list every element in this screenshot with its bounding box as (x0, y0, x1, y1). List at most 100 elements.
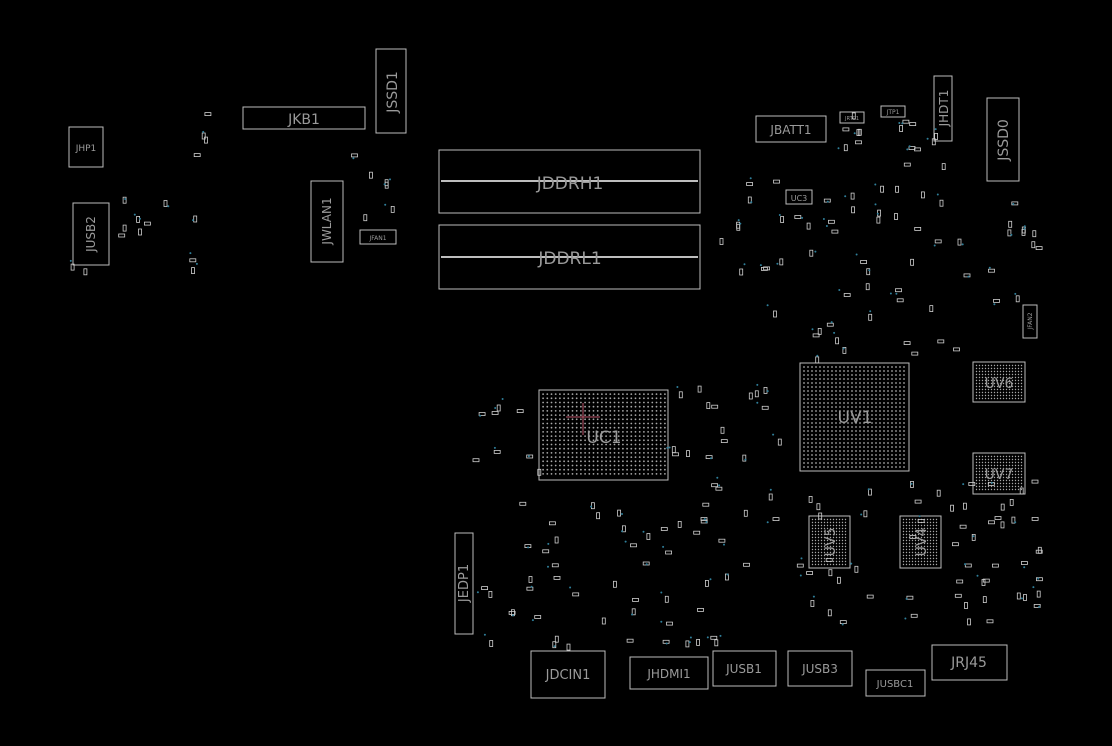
component-uv4[interactable]: UV4 (899, 515, 942, 569)
bga-ball (978, 485, 981, 488)
bga-ball (855, 422, 857, 424)
bga-ball (883, 394, 885, 396)
bga-ball (605, 443, 607, 446)
bga-ball (832, 545, 835, 548)
component-jwlan1[interactable]: JWLAN1 (310, 180, 344, 263)
bga-ball (643, 447, 645, 450)
bga-ball (814, 548, 817, 551)
bga-ball (851, 446, 853, 448)
bga-ball (638, 410, 641, 412)
bga-ball (935, 563, 938, 566)
bga-ball (651, 393, 654, 395)
component-jkb1[interactable]: JKB1 (242, 106, 366, 130)
bga-ball (903, 390, 905, 392)
via (898, 122, 901, 124)
component-jusb1[interactable]: JUSB1 (712, 650, 777, 687)
bga-ball (999, 473, 1002, 476)
passive-part (843, 144, 848, 152)
bga-ball (984, 455, 987, 458)
bga-ball (917, 536, 920, 539)
bga-ball (609, 464, 612, 467)
bga-ball (643, 473, 645, 475)
passive-part (118, 233, 126, 238)
bga-ball (929, 536, 932, 539)
bga-ball (659, 414, 662, 416)
bga-ball (895, 398, 897, 400)
component-jssd0[interactable]: JSSD0 (986, 97, 1020, 182)
component-uv7[interactable]: UV7 (972, 452, 1026, 495)
bga-ball (891, 430, 893, 432)
bga-ball (803, 390, 805, 392)
bga-ball (838, 524, 841, 527)
component-uv5[interactable]: UV5 (808, 515, 851, 569)
bga-ball (903, 422, 905, 424)
component-jddrh1[interactable]: JDDRH1 (438, 149, 701, 214)
component-uv1[interactable]: UV1 (799, 362, 910, 472)
component-jfan2[interactable]: JFAN2 (1022, 304, 1038, 339)
via (547, 542, 550, 545)
bga-ball (847, 434, 849, 436)
bga-ball (935, 551, 938, 554)
bga-ball (905, 536, 908, 539)
bga-ball (879, 458, 881, 460)
bga-ball (827, 414, 829, 416)
bga-ball (550, 401, 553, 404)
component-uc1[interactable]: UC1 (538, 389, 669, 481)
bga-ball (1014, 397, 1017, 400)
component-jddrl1[interactable]: JDDRL1 (438, 224, 701, 290)
bga-ball (647, 393, 649, 395)
component-uv6[interactable]: UV6 (972, 361, 1026, 403)
bga-ball (975, 379, 978, 382)
bga-ball (815, 410, 817, 412)
component-jhdt1[interactable]: JHDT1 (933, 75, 953, 142)
component-jbatt1[interactable]: JBATT1 (755, 115, 827, 143)
bga-ball (891, 410, 893, 412)
bga-ball (664, 393, 666, 395)
component-jrtc1[interactable]: JRTC1 (839, 111, 865, 124)
bga-ball (630, 447, 633, 450)
bga-ball (978, 488, 981, 491)
via (527, 455, 530, 458)
component-jusb3[interactable]: JUSB3 (787, 650, 853, 687)
bga-ball (814, 539, 817, 542)
bga-ball (664, 418, 666, 421)
component-jtp1[interactable]: JTP1 (880, 105, 906, 118)
component-jusb2[interactable]: JUSB2 (72, 202, 110, 266)
via (569, 586, 572, 589)
bga-ball (883, 390, 885, 392)
bga-ball (903, 450, 905, 452)
component-jdcin1[interactable]: JDCIN1 (530, 650, 606, 699)
bga-ball (1017, 461, 1020, 464)
bga-ball (647, 460, 649, 463)
bga-ball (1011, 464, 1014, 467)
bga-ball (542, 460, 544, 463)
bga-ball (1020, 488, 1023, 491)
component-jhdmi1[interactable]: JHDMI1 (629, 656, 709, 690)
bga-ball (592, 418, 595, 421)
bga-ball (903, 446, 905, 448)
bga-ball (1014, 379, 1017, 382)
bga-ball (571, 393, 574, 395)
component-jedp1[interactable]: JEDP1 (454, 532, 474, 635)
bga-ball (617, 456, 620, 458)
via (195, 262, 198, 265)
bga-ball (1011, 485, 1014, 488)
bga-ball (990, 394, 993, 397)
bga-ball (823, 527, 826, 530)
component-uc3[interactable]: UC3 (785, 189, 813, 205)
component-jfan1[interactable]: JFAN1 (359, 229, 397, 245)
bga-ball (829, 536, 832, 539)
bga-ball (847, 394, 849, 396)
component-jhp1[interactable]: JHP1 (68, 126, 104, 168)
bga-ball (647, 464, 649, 467)
bga-ball (823, 386, 825, 388)
bga-ball (895, 450, 897, 452)
bga-ball (993, 367, 996, 370)
passive-part (818, 512, 823, 520)
component-jssd1[interactable]: JSSD1 (375, 48, 407, 134)
bga-ball (819, 430, 821, 432)
bga-ball (659, 456, 662, 458)
bga-ball (917, 563, 920, 566)
component-jrj45[interactable]: JRJ45 (931, 644, 1008, 681)
component-jusbc1[interactable]: JUSBC1 (865, 669, 926, 697)
